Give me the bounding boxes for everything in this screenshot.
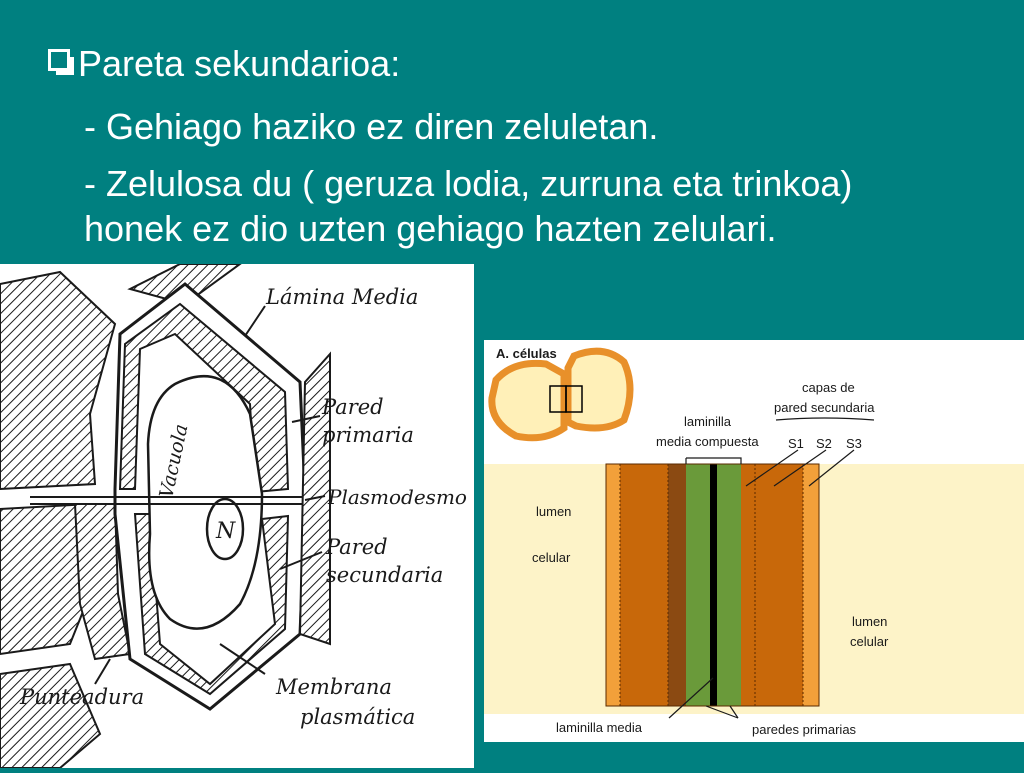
label-pared-secundaria-1: Pared [325, 535, 388, 559]
label-capas-1: capas de [802, 380, 855, 395]
neighbor-cells [0, 263, 244, 769]
label-punteadura: Punteadura [19, 685, 144, 709]
label-a-celulas: A. células [496, 346, 557, 361]
label-membrana-2: plasmática [300, 705, 415, 729]
label-arrows [94, 305, 326, 685]
label-lumen-left-1: lumen [536, 504, 571, 519]
label-lumen-right-2: celular [850, 634, 889, 649]
label-s2: S2 [816, 436, 832, 451]
layer-s3-right [803, 464, 819, 706]
wall-layers-svg: A. células [484, 346, 1024, 737]
layer-s3-left [606, 464, 620, 706]
label-pared-primaria-1: Pared [321, 395, 384, 419]
wall-layers [605, 463, 820, 707]
layer-s1-right [741, 464, 755, 706]
layer-primary-left [686, 464, 710, 706]
label-lamina-media: Lámina Media [265, 285, 418, 309]
cell-wall-sketch-svg: Lámina Media Pared primaria Plasmodesmo … [0, 263, 467, 769]
label-capas-2: pared secundaria [774, 400, 875, 415]
label-nucleo: N [215, 519, 236, 544]
checkbox-bullet-icon [48, 49, 74, 75]
label-lumen-right-1: lumen [852, 614, 887, 629]
label-pared-primaria-2: primaria [322, 423, 414, 447]
label-pared-secundaria-2: secundaria [326, 563, 443, 587]
bullet-title: Pareta sekundarioa: [78, 43, 401, 84]
layer-primary-right [717, 464, 741, 706]
label-plasmodesmo: Plasmodesmo [327, 485, 467, 509]
sub-line-1: - Gehiago haziko ez diren zeluletan. [84, 106, 659, 147]
pointer-lines [668, 417, 875, 719]
layer-middle-lamella [710, 464, 717, 706]
label-membrana-1: Membrana [275, 675, 392, 699]
sub-line-2a: - Zelulosa du ( geruza lodia, zurruna et… [84, 163, 853, 204]
cell-wall-sketch: Lámina Media Pared primaria Plasmodesmo … [0, 263, 474, 769]
bullet-list: Pareta sekundarioa: - Gehiago haziko ez … [48, 42, 1008, 264]
bullet-item: Pareta sekundarioa: [48, 42, 1008, 85]
layer-s2-left [620, 464, 668, 706]
label-laminilla-2: media compuesta [656, 434, 759, 449]
cells-inset [488, 347, 634, 442]
label-s3: S3 [846, 436, 862, 451]
layer-s2-right [755, 464, 803, 706]
label-lumen-left-2: celular [532, 550, 571, 565]
label-s1: S1 [788, 436, 804, 451]
label-laminilla-media: laminilla media [556, 720, 643, 735]
label-laminilla-1: laminilla [684, 414, 732, 429]
label-paredes-primarias: paredes primarias [752, 722, 857, 737]
nucleus-shape [205, 497, 245, 561]
sub-line-2b: honek ez dio uzten gehiago hazten zelula… [84, 208, 777, 249]
layer-s1-left [668, 464, 686, 706]
wall-layers-diagram: A. células [484, 340, 1024, 742]
